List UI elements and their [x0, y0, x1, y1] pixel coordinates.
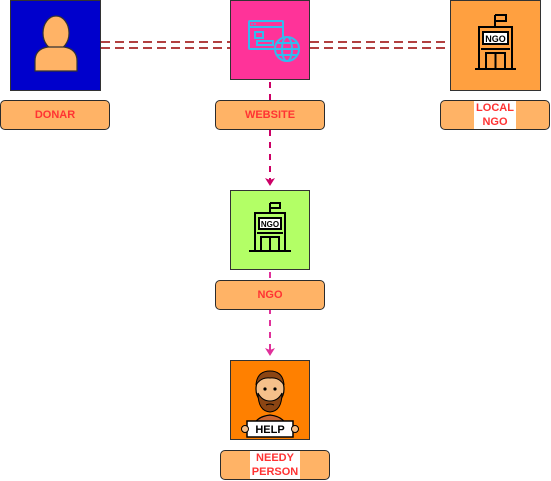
ngo-label-text: NGO — [257, 289, 283, 301]
edge-website-local-ngo — [310, 41, 450, 49]
website-label-text: WEBSITE — [244, 109, 296, 121]
ngo-building-icon: NGO — [475, 14, 516, 70]
local-ngo-label: LOCAL NGO — [440, 100, 550, 130]
website-node[interactable] — [230, 0, 310, 80]
ngo-node[interactable]: NGO — [230, 190, 310, 270]
local-ngo-sign-text: NGO — [485, 34, 506, 44]
needy-person-label: NEEDY PERSON — [220, 450, 330, 480]
local-ngo-label-text: LOCAL NGO — [474, 101, 516, 129]
edge-donar-website — [101, 41, 230, 49]
website-globe-icon — [248, 20, 300, 62]
ngo-building-icon: NGO — [249, 202, 291, 252]
donar-label: DONAR — [0, 100, 110, 130]
local-ngo-node[interactable]: NGO — [450, 0, 541, 91]
help-sign-text: HELP — [255, 424, 284, 436]
ngo-sign-text: NGO — [261, 220, 279, 229]
needy-person-node[interactable]: HELP — [230, 360, 310, 440]
donar-node[interactable] — [10, 0, 101, 91]
ngo-label: NGO — [215, 280, 325, 310]
website-label: WEBSITE — [215, 100, 325, 130]
donar-label-text: DONAR — [34, 109, 76, 121]
needy-person-label-text: NEEDY PERSON — [249, 451, 301, 479]
person-icon — [34, 15, 78, 72]
needy-person-help-sign-icon: HELP — [241, 370, 299, 438]
